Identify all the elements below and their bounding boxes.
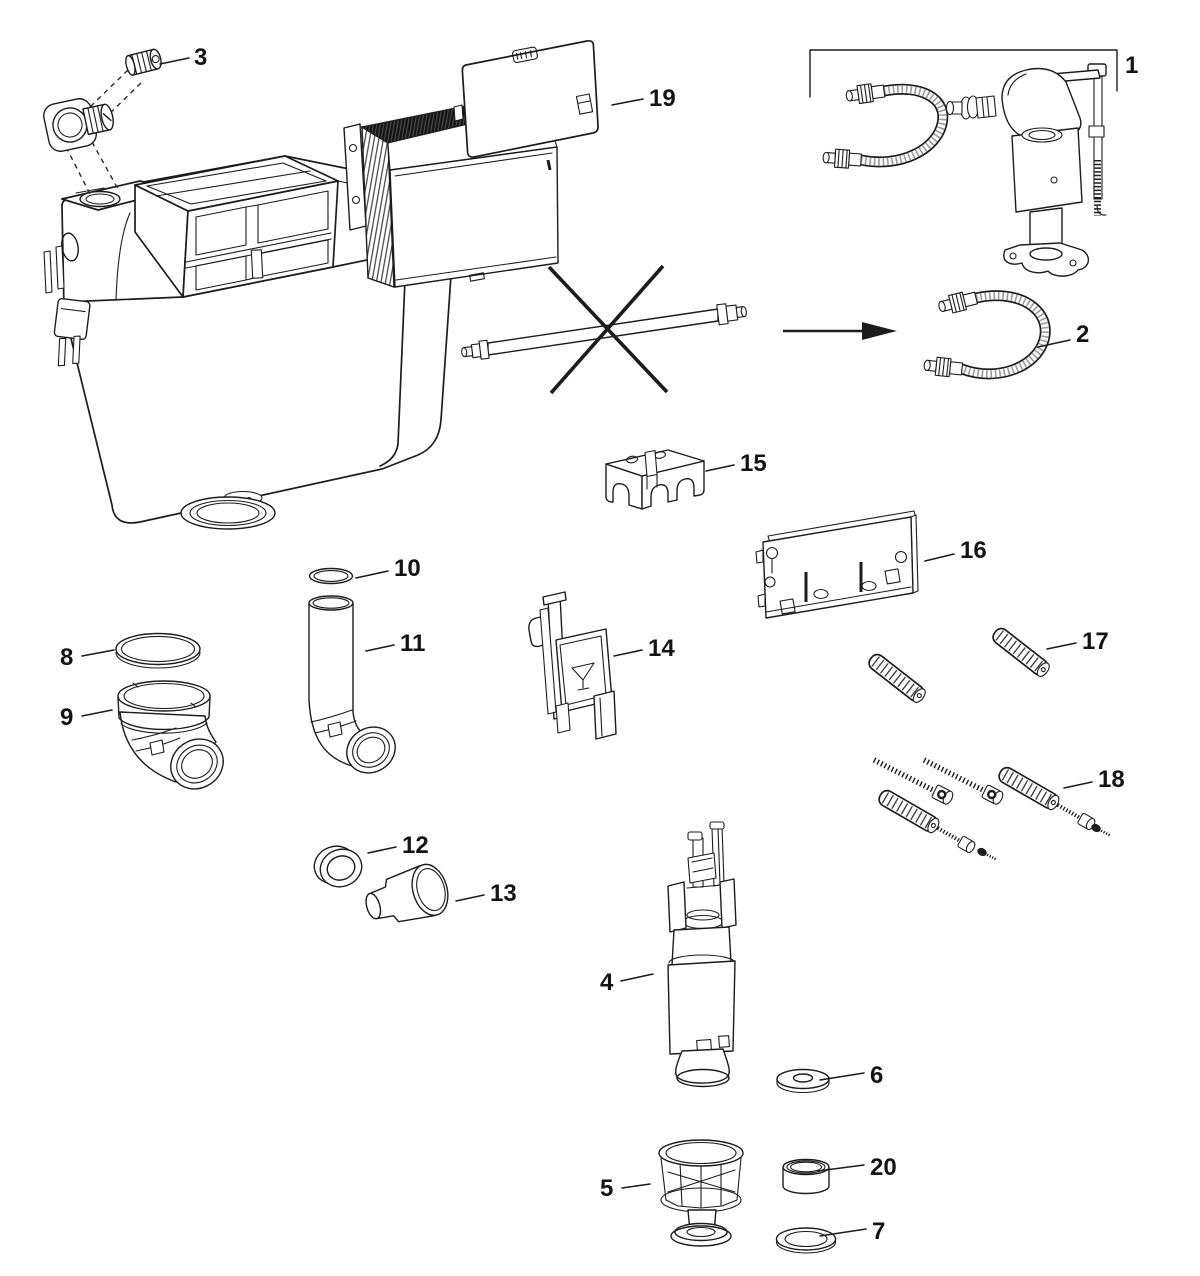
leader-lines [81,57,1093,1237]
cistern-tank [43,155,458,530]
part-number-20: 20 [870,1154,897,1181]
cover-plate [453,39,599,158]
arrow-head [862,322,897,340]
outlet-bend [117,680,224,790]
mounting-plate [755,510,919,619]
part-number-10: 10 [394,555,421,582]
leader-line-8 [81,649,115,657]
part-number-11: 11 [400,630,426,657]
fill-valve-kit [809,49,1118,277]
leader-line-6 [819,1072,865,1081]
leader-line-5 [621,1183,651,1189]
leader-line-10 [355,570,389,579]
wall-plugs [866,626,1051,705]
leader-line-17 [1046,642,1077,650]
part-number-15: 15 [740,450,767,477]
leader-line-11 [365,644,395,652]
seal-ring [313,845,363,888]
part-number-17: 17 [1082,628,1109,655]
valve-seat-basket [658,1139,744,1247]
part-number-5: 5 [600,1175,614,1202]
part-number-1: 1 [1125,52,1139,79]
leader-line-2 [1037,339,1071,348]
leader-line-16 [924,553,955,562]
spacer-bracket [605,449,705,510]
part-number-9: 9 [60,704,74,731]
leader-line-18 [1063,781,1093,789]
cistern-knob [43,98,114,152]
connection-sleeve [365,863,449,923]
flush-valve [667,821,737,1088]
connection-hose [922,288,1051,380]
part-number-16: 16 [960,537,987,564]
crossed-out-pipe [461,264,897,395]
seal-sleeve [782,1158,830,1195]
part-number-18: 18 [1098,766,1125,793]
leader-line-7 [819,1228,867,1237]
part-number-4: 4 [600,969,614,996]
part-number-6: 6 [870,1062,884,1089]
part-number-7: 7 [872,1218,886,1245]
leader-line-9 [81,709,113,717]
part-number-12: 12 [402,832,429,859]
lip-seal [115,632,201,669]
fixing-bracket [528,591,617,740]
plug-screw [43,48,162,195]
leader-line-13 [455,894,485,902]
part-number-2: 2 [1076,321,1090,348]
part-number-3: 3 [194,44,208,71]
washer [776,1068,830,1094]
leader-line-4 [620,973,654,982]
part-number-14: 14 [648,635,675,662]
leader-line-19 [611,98,644,106]
leader-line-12 [367,846,397,854]
part-number-8: 8 [60,644,74,671]
part-number-19: 19 [649,85,676,112]
flush-bend [308,595,396,774]
part-number-13: 13 [490,880,517,907]
screw-set [871,754,1114,865]
leader-line-14 [613,649,643,657]
leader-line-3 [159,57,190,65]
sealing-ring [775,1227,837,1254]
leader-line-20 [817,1164,865,1172]
leader-line-15 [705,464,735,472]
o-ring [308,567,354,585]
fill-valve [945,63,1107,277]
